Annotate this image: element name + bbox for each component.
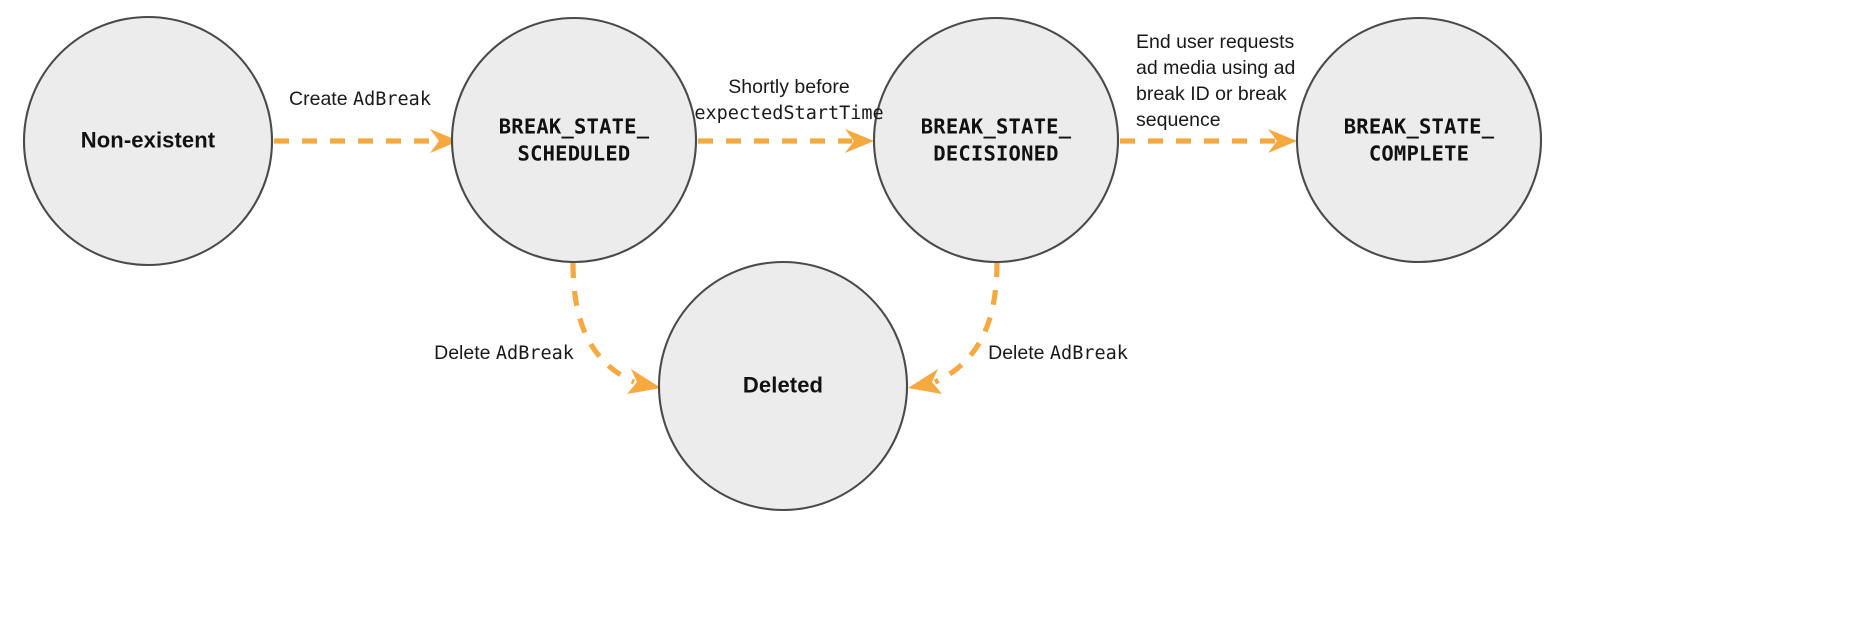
state-node-break-state-scheduled[interactable]: [450, 16, 698, 264]
state-node-deleted[interactable]: [657, 260, 909, 512]
state-node-break-state-complete[interactable]: [1295, 16, 1543, 264]
edge-shortly-before-expected-start-time: [698, 129, 874, 153]
edge-create-adbreak: [274, 129, 459, 153]
edge-delete-adbreak-from-scheduled: [570, 262, 661, 394]
state-node-break-state-decisioned[interactable]: [872, 16, 1120, 264]
edge-delete-adbreak-from-decisioned: [908, 261, 1000, 394]
edge-end-user-requests-ad-media: [1120, 129, 1297, 153]
state-node-non-existent[interactable]: [22, 15, 274, 267]
